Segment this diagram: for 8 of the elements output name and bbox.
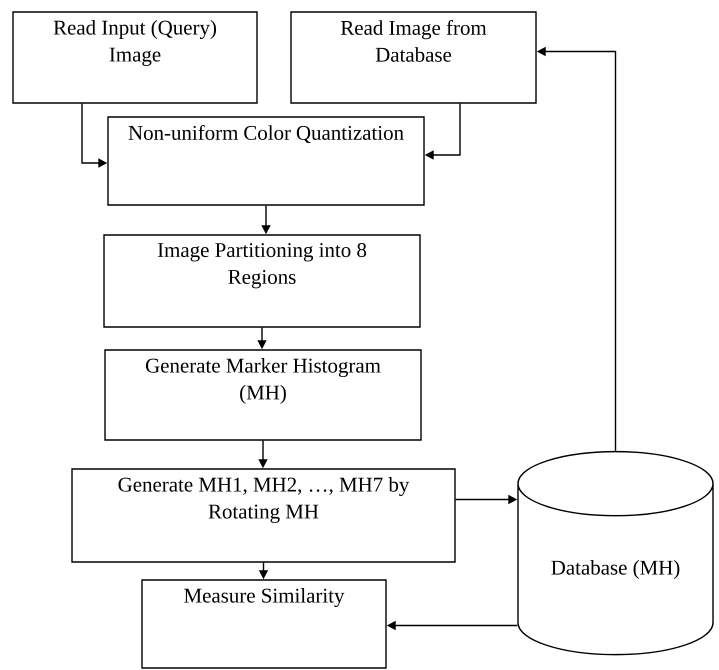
process-box: Image Partitioning into 8 Regions [103,234,421,328]
process-box: Non-uniform Color Quantization [107,116,425,206]
process-box: Generate MH1, MH2, …, MH7 by Rotating MH [71,468,456,563]
process-box: Measure Similarity [141,579,387,669]
process-box: Read Image from Database [290,11,537,104]
database-cylinder: Database (MH) [517,450,714,656]
process-box: Generate Marker Histogram (MH) [104,349,422,441]
process-box: Read Input (Query) Image [12,11,258,104]
